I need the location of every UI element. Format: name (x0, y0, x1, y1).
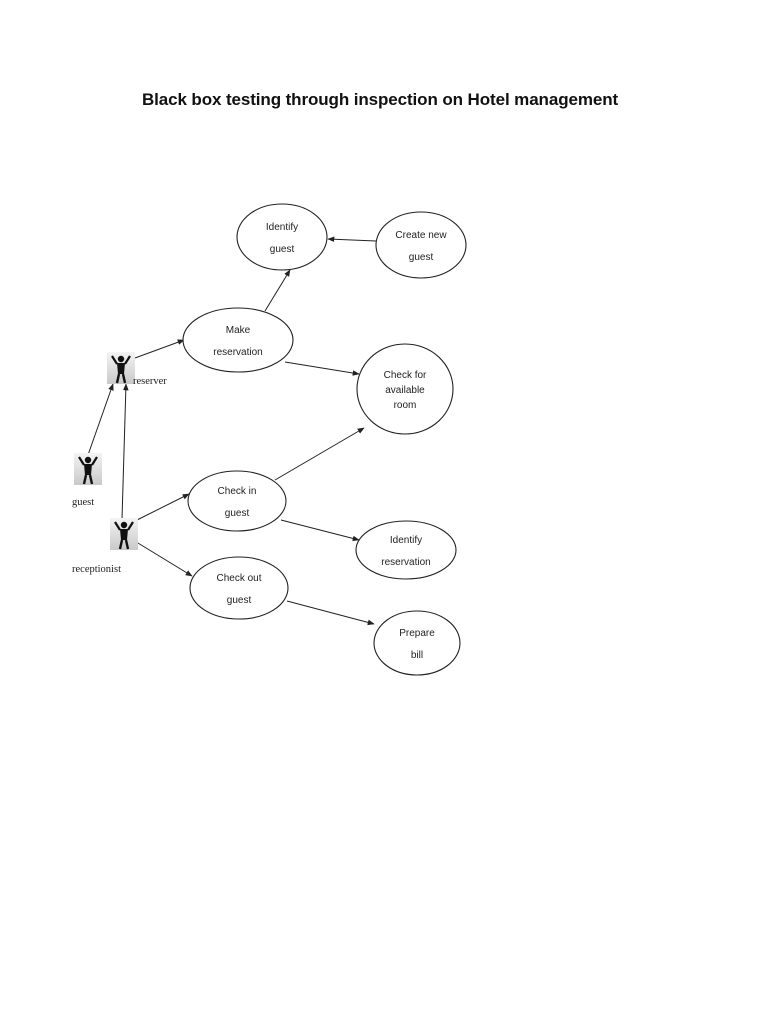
relation-reserver-to-make-reservation (134, 339, 185, 359)
use-case-identify-guest: Identify guest (236, 203, 328, 271)
use-case-make-reservation: Make reservation (182, 307, 294, 373)
actors-layer: reserver guest receptionist (72, 352, 167, 575)
relation-guest-to-reserver (87, 383, 114, 456)
use-case-ellipse (356, 343, 454, 435)
use-case-ellipse (373, 610, 461, 676)
relation-make-reservation-to-identify-guest (264, 269, 291, 312)
use-case-label: Make (226, 325, 251, 336)
use-case-ellipse (375, 211, 467, 279)
use-case-label: available (385, 385, 425, 396)
actor-label: reserver (133, 376, 167, 387)
page-title: Black box testing through inspection on … (141, 90, 619, 109)
use-case-check-in-guest: Check in guest (187, 470, 287, 532)
relation-receptionist-to-check-out-guest (132, 539, 193, 577)
use-case-ellipse (187, 470, 287, 532)
use-case-label: Check out (216, 573, 261, 584)
use-case-check-out-guest: Check out guest (189, 556, 289, 620)
use-case-label: guest (270, 244, 295, 255)
actor-receptionist: receptionist (72, 518, 138, 575)
use-case-label: Create new (395, 230, 447, 241)
actor-figure-icon (74, 453, 102, 485)
actor-label: guest (72, 497, 94, 508)
actor-figure-icon (110, 518, 138, 550)
use-case-create-new-guest: Create new guest (375, 211, 467, 279)
relation-check-in-guest-to-check-available-room (274, 427, 365, 481)
use-case-label: Identify (390, 535, 422, 546)
relation-make-reservation-to-check-available-room (284, 361, 360, 376)
use-case-label: Identify (266, 222, 298, 233)
use-case-ellipse (236, 203, 328, 271)
use-case-label: room (394, 400, 417, 411)
actor-guest: guest (72, 453, 102, 508)
actor-label: receptionist (72, 564, 121, 575)
use-case-label: guest (225, 508, 250, 519)
use-case-label: Check for (384, 370, 427, 381)
relation-check-out-guest-to-prepare-bill (286, 600, 375, 626)
relation-check-in-guest-to-identify-reservation (280, 519, 360, 542)
relation-create-new-guest-to-identify-guest (327, 236, 377, 243)
relation-receptionist-to-reserver (121, 383, 129, 520)
use-case-label: bill (411, 650, 423, 661)
actor-figure-icon (107, 352, 135, 384)
relation-receptionist-to-check-in-guest (134, 493, 190, 522)
use-case-label: reservation (213, 347, 262, 358)
use-case-ellipse (355, 520, 457, 580)
use-case-prepare-bill: Prepare bill (373, 610, 461, 676)
use-case-identify-reservation: Identify reservation (355, 520, 457, 580)
use-case-check-available-room: Check for available room (356, 343, 454, 435)
relations-layer (87, 236, 377, 626)
use-case-ellipse (182, 307, 294, 373)
use-case-label: guest (409, 252, 434, 263)
use-case-label: Check in (218, 486, 257, 497)
use-case-label: reservation (381, 557, 430, 568)
use-case-ellipse (189, 556, 289, 620)
use-case-label: Prepare (399, 628, 435, 639)
use-case-label: guest (227, 595, 252, 606)
actor-reserver: reserver (107, 352, 167, 387)
